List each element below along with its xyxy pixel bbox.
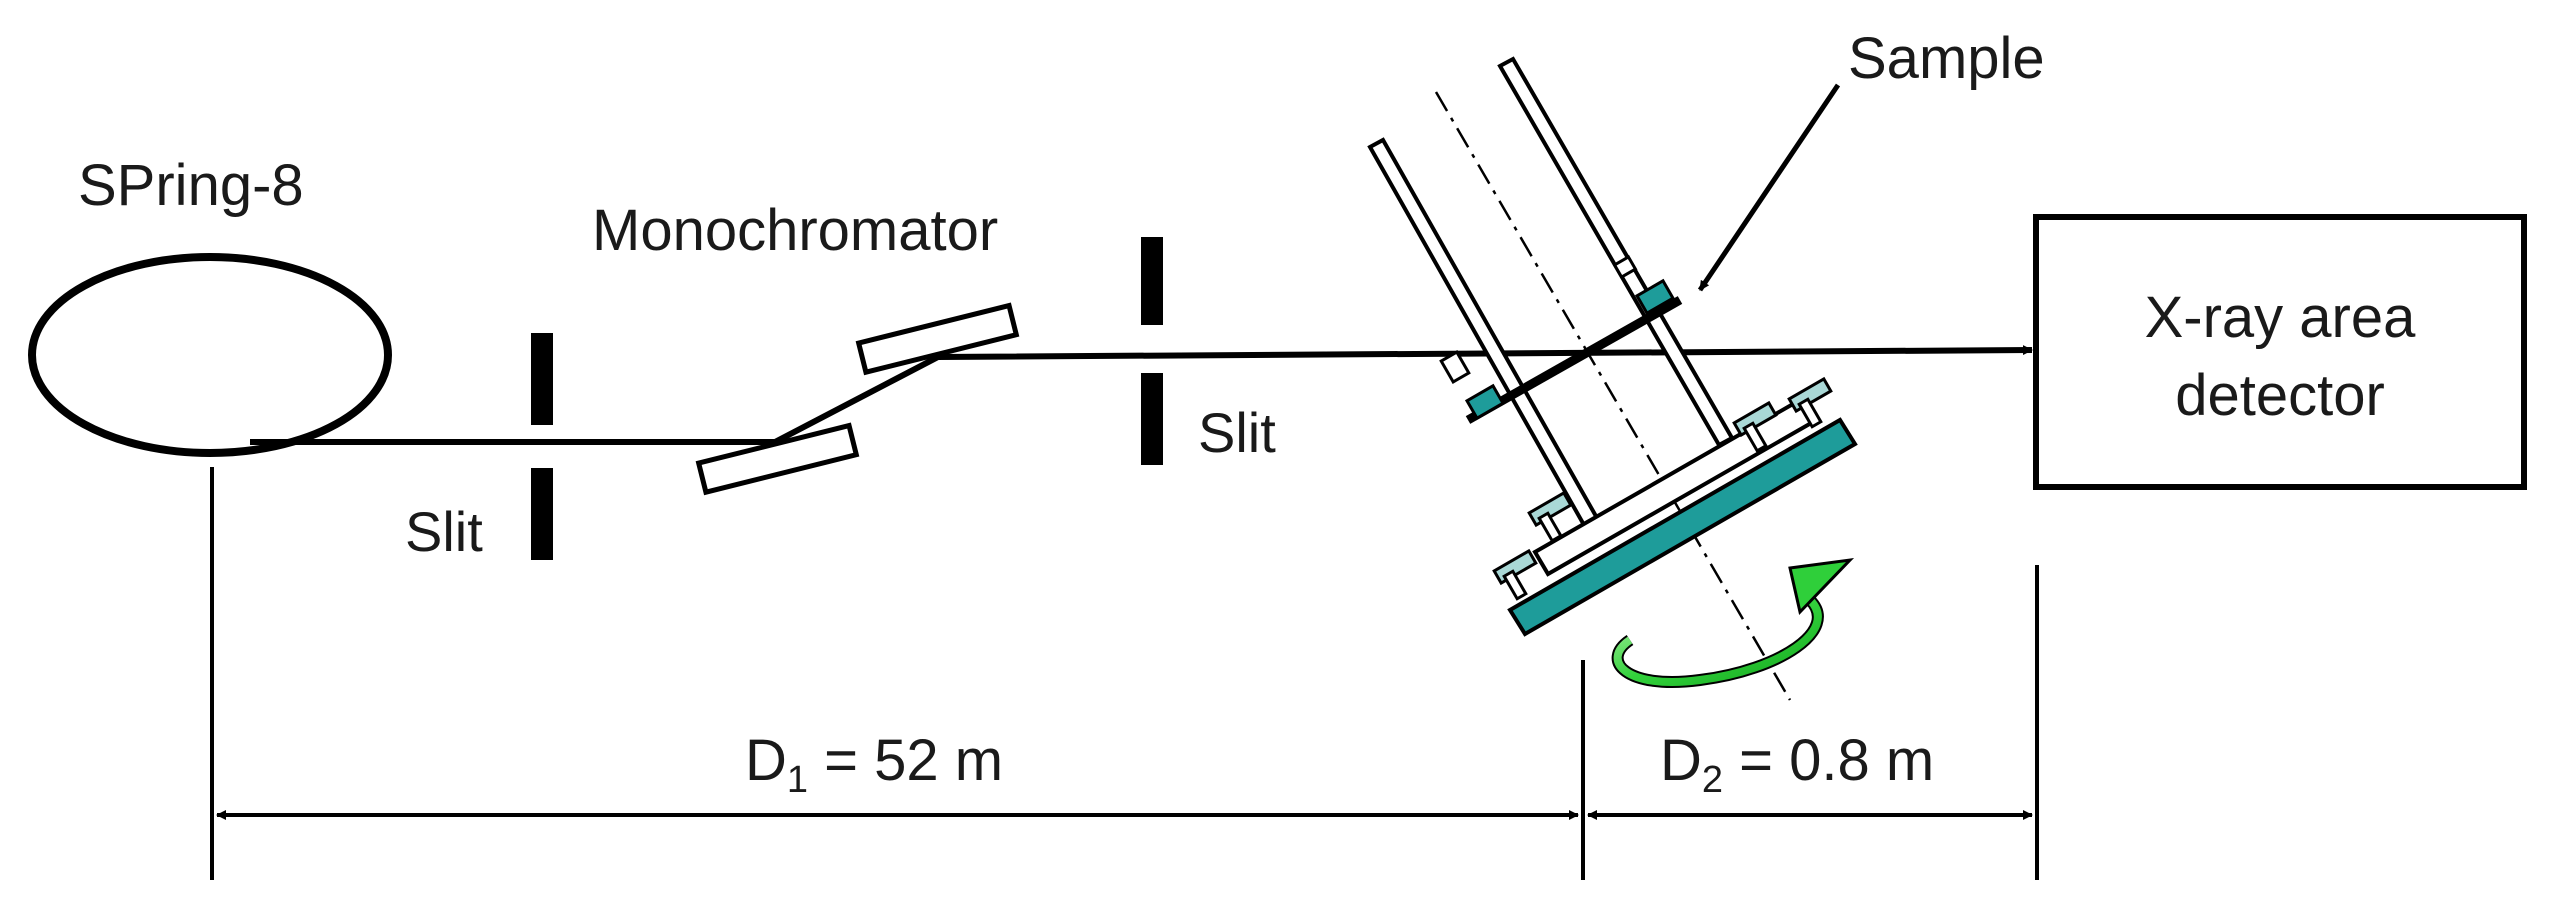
slit-2-lower <box>1141 373 1163 465</box>
slit-1-lower <box>531 468 553 560</box>
clamp-4 <box>1787 376 1833 429</box>
sample-label: Sample <box>1848 26 2045 91</box>
clamp-3 <box>1732 400 1778 453</box>
monochromator-label: Monochromator <box>592 198 998 263</box>
sample-tab-left <box>1464 383 1506 421</box>
sample-pointer <box>1697 83 1841 292</box>
support-rod-left <box>1367 137 1600 528</box>
storage-ring <box>28 253 392 457</box>
small-clip <box>1439 350 1471 384</box>
slit-1-label: Slit <box>405 500 483 563</box>
rotation-axis <box>1434 91 1792 701</box>
sample-holder-bar <box>1465 296 1683 424</box>
detector-label-line2: detector <box>2175 363 2385 428</box>
slit-2-upper <box>1141 237 1163 325</box>
monochromator-crystal-2 <box>855 302 1020 376</box>
d2-label: D2 = 0.8 m <box>1660 728 1934 801</box>
slit-1-upper <box>531 333 553 425</box>
monochromator-crystal-1 <box>695 422 860 496</box>
detector-box <box>2033 214 2527 490</box>
small-clip-2 <box>1612 254 1638 280</box>
clamp-2 <box>1527 490 1573 543</box>
clamp-1 <box>1492 548 1538 601</box>
detector-label-line1: X-ray area <box>2145 285 2417 350</box>
d1-label: D1 = 52 m <box>745 728 1003 801</box>
slit-2-label: Slit <box>1198 401 1276 464</box>
sample-tab-right <box>1634 278 1676 316</box>
source-label: SPring-8 <box>78 153 304 218</box>
rotation-arrow <box>1611 557 1855 688</box>
teal-plate <box>1507 417 1858 637</box>
sample-stage <box>1367 56 1858 701</box>
